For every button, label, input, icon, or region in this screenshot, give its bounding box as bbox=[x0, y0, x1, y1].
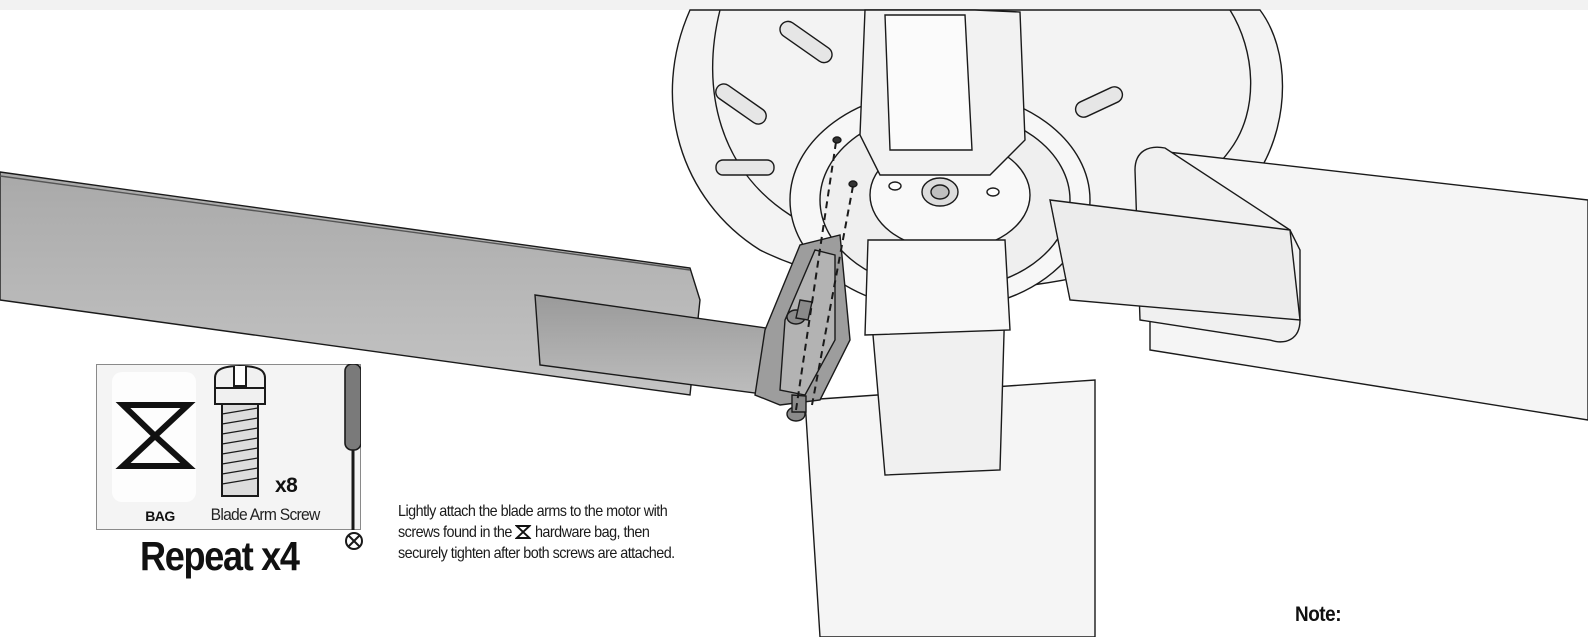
note-heading: Note: bbox=[1295, 603, 1342, 626]
hardware-panel-overlay bbox=[112, 364, 361, 530]
top-strip bbox=[0, 0, 1588, 10]
instruction-line-2-start: screws found in the bbox=[398, 524, 512, 541]
blade-arm-screws bbox=[786, 299, 813, 422]
blade-right bbox=[1049, 146, 1588, 421]
phillips-head-icon bbox=[345, 532, 363, 550]
bag-label: BAG bbox=[145, 508, 175, 524]
instruction-line-2: screws found in the hardware bag, then bbox=[398, 522, 776, 543]
repeat-label: Repeat x4 bbox=[140, 533, 300, 579]
blade-left bbox=[0, 171, 781, 396]
hourglass-bag-icon bbox=[115, 402, 196, 469]
screw-alignment-lines bbox=[795, 141, 854, 411]
instruction-text: Lightly attach the blade arms to the mot… bbox=[398, 501, 776, 564]
blade-arm-screw-illustration bbox=[214, 364, 266, 497]
hourglass-bag-icon bbox=[515, 525, 532, 539]
screwdriver-icon bbox=[344, 364, 361, 530]
blade-bottom bbox=[804, 239, 1096, 637]
instruction-line-3: securely tighten after both screws are a… bbox=[398, 545, 675, 562]
instruction-line-1: Lightly attach the blade arms to the mot… bbox=[398, 503, 668, 520]
screw-name-label: Blade Arm Screw bbox=[210, 505, 321, 524]
screw-quantity: x8 bbox=[275, 474, 298, 497]
instruction-line-2-end: hardware bag, then bbox=[534, 524, 650, 541]
blade-arm-top bbox=[859, 9, 1026, 176]
